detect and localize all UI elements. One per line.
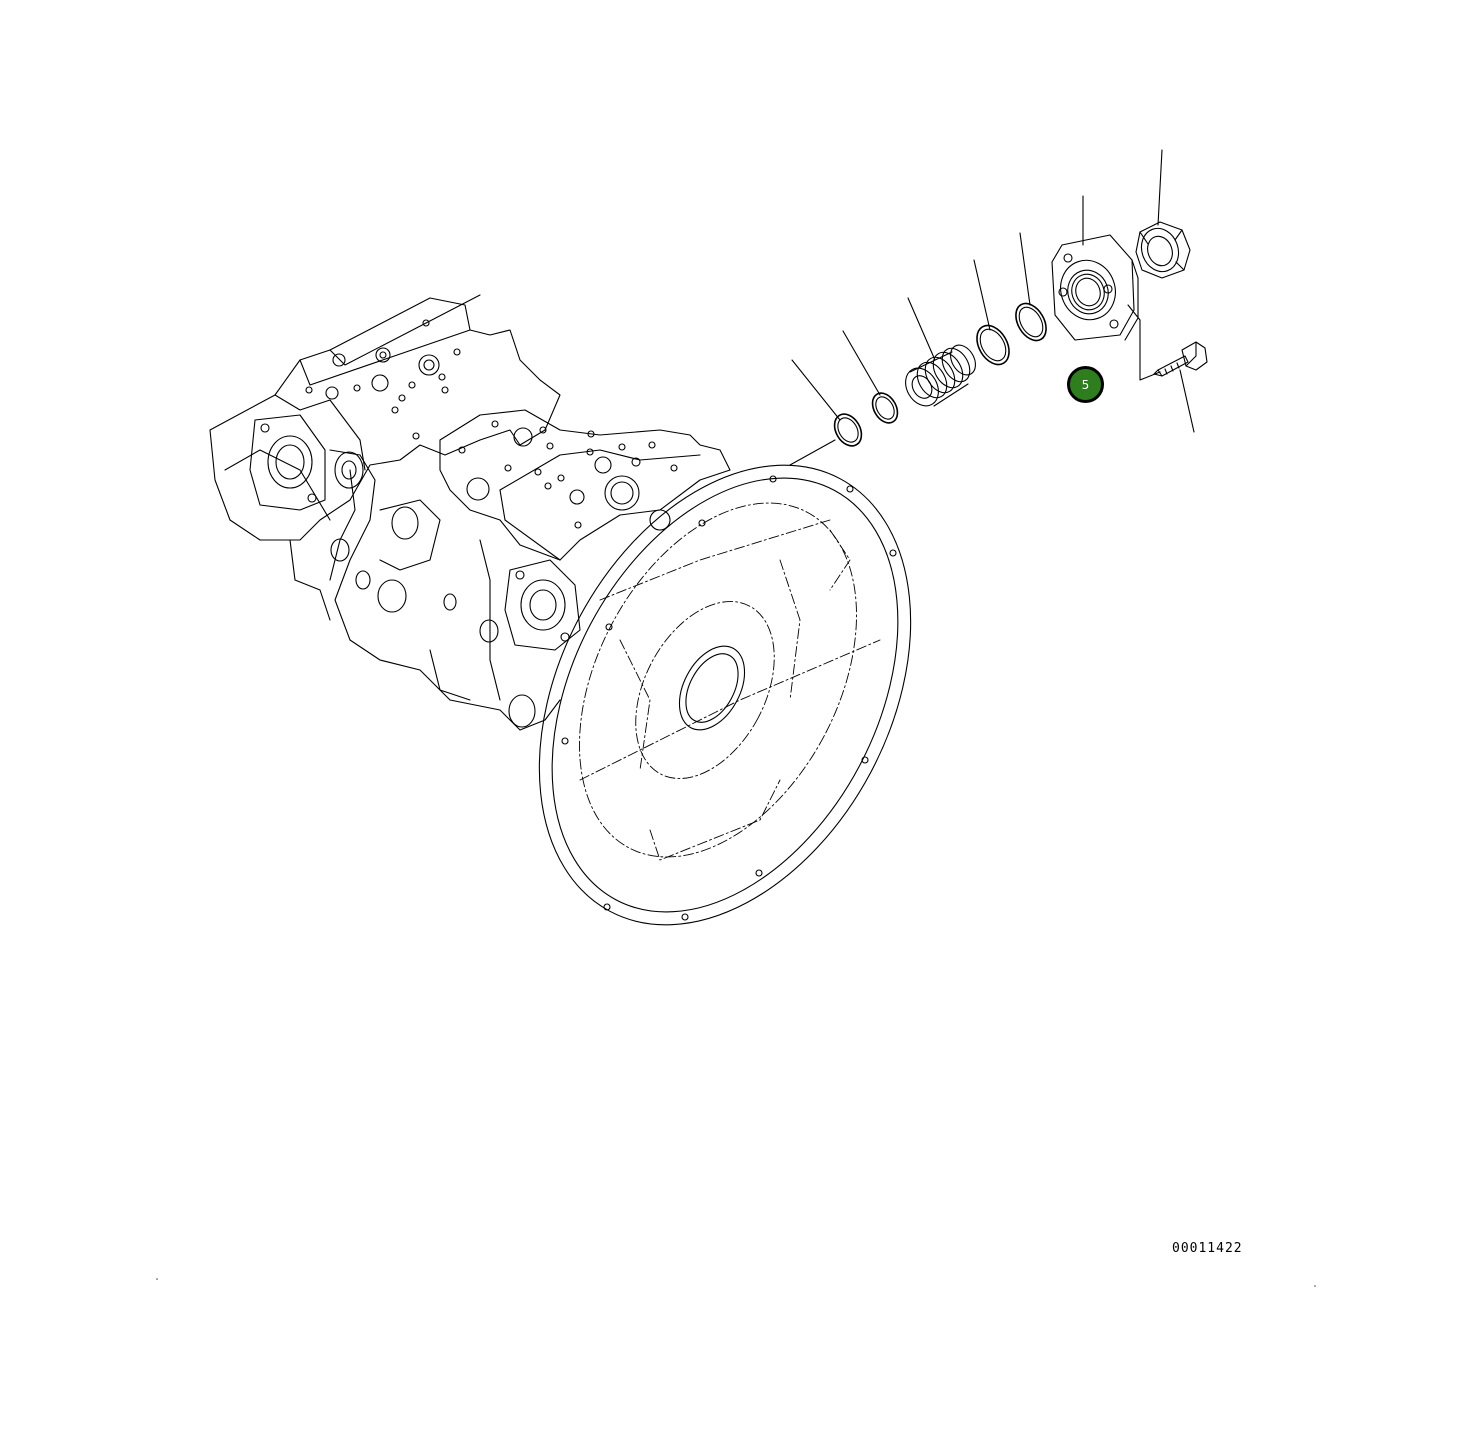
drawing-number: 00011422 [1172, 1241, 1243, 1256]
leader-lines [791, 149, 1195, 433]
pump-assembly-icon [209, 294, 731, 731]
flywheel-housing-icon [538, 439, 912, 926]
o-ring-icon [833, 413, 863, 447]
o-ring-icon [976, 324, 1010, 366]
callout-5[interactable]: 5 [1067, 366, 1104, 403]
o-ring-icon [871, 392, 899, 424]
flange-icon [1051, 234, 1139, 341]
bolt-icon [1153, 341, 1208, 377]
o-ring-icon [1015, 302, 1047, 342]
threaded-fitting-icon [905, 344, 976, 407]
nut-icon [1135, 221, 1191, 279]
